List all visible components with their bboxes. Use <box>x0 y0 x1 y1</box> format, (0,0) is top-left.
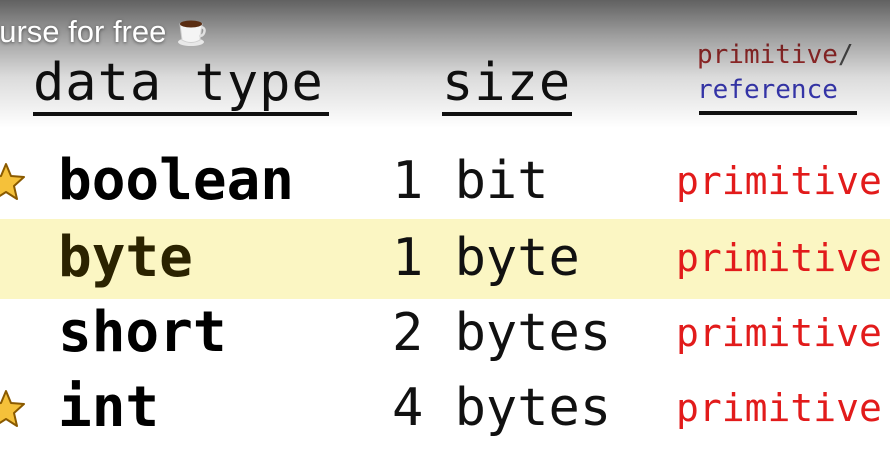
header-size: size <box>442 53 572 113</box>
row-type: byte <box>58 225 193 290</box>
row-size: 1 bit <box>392 151 549 211</box>
row-size: 2 bytes <box>392 303 612 363</box>
header-data-type-underline <box>33 112 329 116</box>
row-kind: primitive <box>676 159 882 203</box>
header-size-underline <box>442 112 572 116</box>
star-icon <box>0 390 25 427</box>
table-row: byte 1 byte primitive <box>0 220 890 296</box>
header-slash: / <box>837 40 854 70</box>
highlight-band <box>0 219 890 299</box>
video-title[interactable]: ourse for free <box>0 14 207 50</box>
header-primitive-line: primitive/ <box>697 42 854 68</box>
row-size: 4 bytes <box>392 378 612 438</box>
star-icon <box>0 163 25 200</box>
coffee-cup-icon <box>176 16 207 48</box>
header-primitive: primitive <box>697 40 838 70</box>
row-size: 1 byte <box>392 228 580 288</box>
row-type: int <box>58 375 160 440</box>
row-kind: primitive <box>676 236 882 280</box>
row-kind: primitive <box>676 386 882 430</box>
header-reference: reference <box>697 75 838 105</box>
row-type: short <box>58 300 227 365</box>
row-kind: primitive <box>676 311 882 355</box>
row-type: boolean <box>58 148 295 213</box>
table-row: int 4 bytes primitive <box>0 370 890 446</box>
header-kind-underline <box>699 111 857 115</box>
video-title-text: ourse for free <box>0 14 167 49</box>
table-row: short 2 bytes primitive <box>0 295 890 371</box>
table-row: boolean 1 bit primitive <box>0 143 890 219</box>
header-data-type: data type <box>33 53 324 113</box>
